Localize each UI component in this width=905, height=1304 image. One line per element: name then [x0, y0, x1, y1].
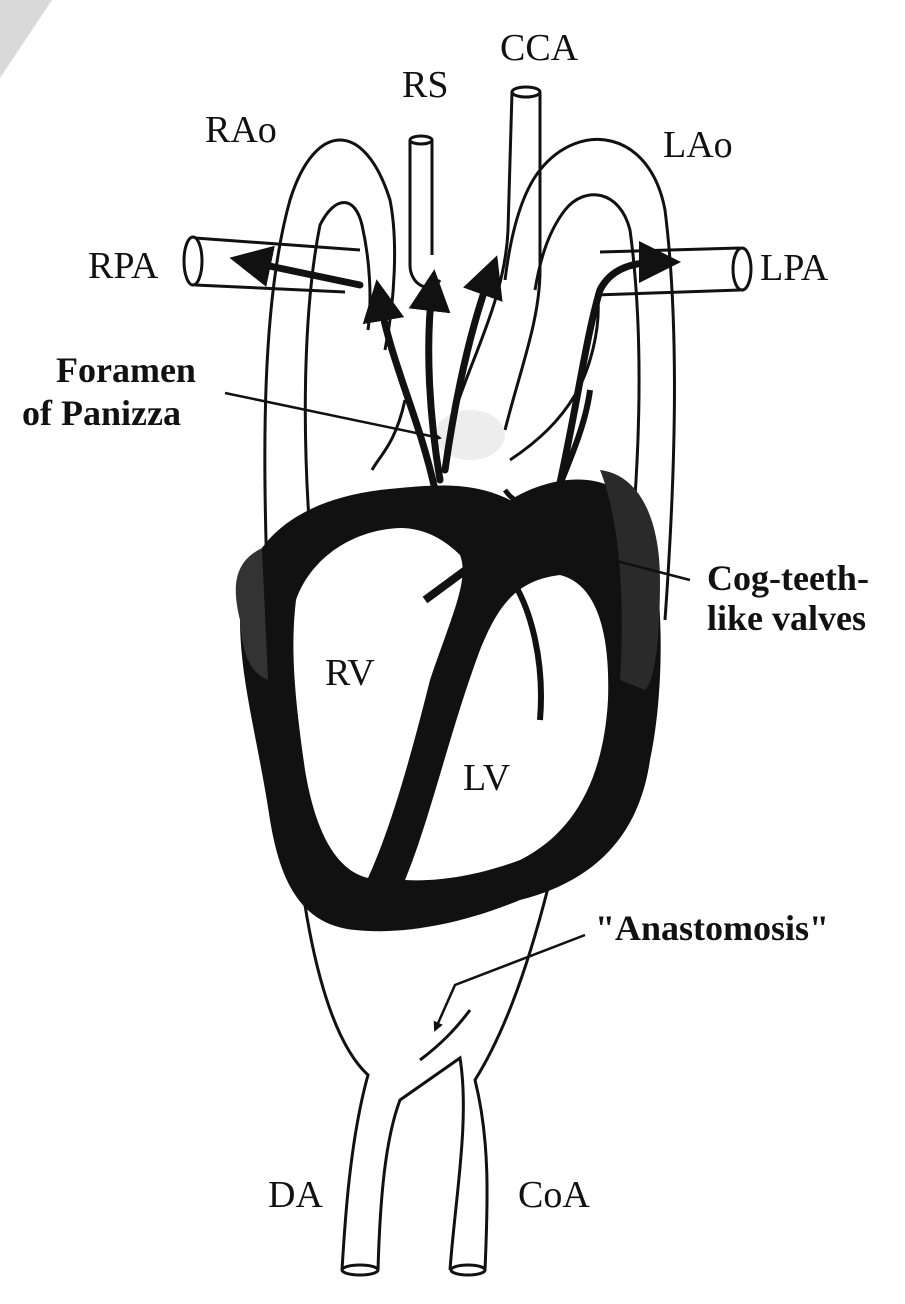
label-coa: CoA	[518, 1174, 590, 1216]
label-rs: RS	[402, 64, 448, 106]
heart-walls	[236, 470, 661, 931]
label-cca: CCA	[500, 27, 579, 69]
label-lao: LAo	[663, 124, 733, 166]
label-da: DA	[268, 1174, 323, 1216]
label-lpa: LPA	[760, 247, 829, 289]
label-anastomosis: "Anastomosis"	[595, 908, 829, 948]
label-rao: RAo	[205, 109, 277, 151]
label-rv: RV	[325, 652, 375, 694]
label-rpa: RPA	[88, 245, 159, 287]
label-lv: LV	[463, 757, 511, 799]
label-foramen-line1: Foramen	[56, 350, 196, 390]
label-cog-line1: Cog-teeth-	[707, 558, 869, 598]
label-cog-line2: like valves	[707, 598, 866, 638]
descending-vessels	[300, 870, 550, 1275]
label-foramen-line2: of Panizza	[22, 393, 181, 433]
blood-flow-arrows	[250, 262, 660, 505]
scan-corner-shade	[0, 0, 52, 78]
